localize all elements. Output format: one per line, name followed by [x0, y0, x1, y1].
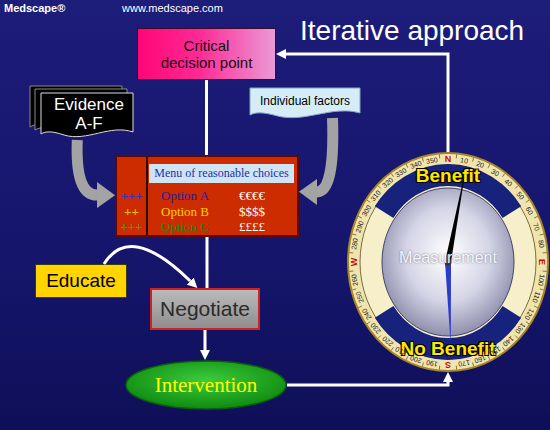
dial-tick [456, 366, 457, 370]
dial-tick [540, 234, 544, 235]
text-stack: Negotiate [152, 290, 258, 328]
dial-number: 50 [509, 184, 531, 207]
dial-number: 80 [534, 232, 548, 255]
dial-number: 100 [534, 268, 548, 291]
dial-tick [526, 200, 529, 202]
dial-number: 170 [453, 357, 476, 371]
dial-number: 10 [453, 154, 476, 168]
document-sheet [250, 88, 360, 118]
rating-cell: +++ [117, 188, 146, 203]
node-text: Individual factors [256, 94, 354, 108]
dial-tick [439, 366, 440, 370]
node-text: Intervention [155, 373, 258, 397]
dial-tick [543, 252, 547, 253]
connector-arrow [204, 330, 207, 350]
dial-tick [349, 252, 353, 253]
dial-tick [473, 158, 474, 162]
table-divider [146, 157, 148, 235]
dial-number: 290 [351, 215, 368, 239]
text-stack: Educate [36, 265, 126, 297]
dial-number: 240 [357, 301, 377, 325]
factors-document: Individual factors [250, 88, 360, 118]
negotiate-box: Negotiate [150, 288, 260, 330]
connector-arrow [286, 54, 448, 152]
menu-heading: Menu of reasonable choices [149, 164, 294, 183]
dial-number: 20 [468, 157, 492, 174]
rating-cell: ++ [117, 204, 146, 219]
dial-tick [422, 158, 423, 162]
dial-tick [352, 289, 356, 290]
dial-tick [515, 186, 518, 189]
measurement-text: Measurement [347, 247, 549, 269]
options-menu: Menu of reasonable choices+++Option A€€€… [115, 155, 299, 237]
connector-arrow [317, 118, 333, 192]
compass-cardinal: E [537, 251, 547, 273]
connector-arrow [77, 140, 97, 195]
dial-number: 160 [468, 350, 492, 367]
cost-cell: $$$$ [239, 204, 295, 219]
connector-arrow [104, 247, 190, 281]
dial-number: 260 [349, 268, 363, 291]
text-stack: Intervention [125, 360, 287, 410]
compass-cardinal: S [437, 360, 459, 370]
dial-tick [534, 216, 538, 218]
dial-rim [348, 153, 548, 371]
node-text: Evidence A-F [46, 95, 132, 133]
decision-box: Critical decision point [137, 28, 276, 80]
text-stack: Critical decision point [138, 29, 275, 79]
dial-number: 280 [349, 232, 363, 255]
dial-tick [488, 164, 490, 168]
dial-number: 60 [520, 198, 540, 222]
intervention-ellipse: Intervention [125, 360, 287, 410]
needle-blue [445, 254, 451, 346]
dial-tick [422, 362, 423, 366]
dial-tick [352, 234, 356, 235]
dial-tick [473, 362, 474, 366]
connector-arrow [205, 80, 208, 155]
connector-arrow [287, 382, 448, 385]
cost-cell: ££££ [239, 219, 295, 234]
watermark-url: www.medscape.com [122, 2, 223, 15]
dial-tick [515, 336, 518, 339]
rating-cell: +++ [117, 219, 146, 234]
dial-tick [543, 271, 547, 272]
document-sheet [41, 93, 133, 137]
dial-tick [439, 154, 440, 158]
evidence-documents: Evidence A-F [30, 86, 135, 140]
measurement-compass: BenefitMeasurement No Benefit [347, 152, 549, 372]
cost-cell: €€€€ [239, 188, 295, 203]
dial-tick [540, 289, 544, 290]
dial-number: 190 [420, 357, 443, 371]
dial-tick [349, 271, 353, 272]
diagram-title: Iterative approach [300, 15, 548, 47]
watermark-logo: Medscape® [4, 2, 65, 15]
node-text: Educate [46, 270, 116, 292]
option-cell: Option A [161, 188, 239, 203]
dial-tick [502, 174, 504, 177]
compass-cardinal: W [349, 251, 359, 273]
benefit-text: Benefit [347, 164, 549, 188]
ellipse-outline [126, 361, 286, 409]
dial-tick [378, 186, 381, 189]
dial-number: 350 [420, 154, 443, 168]
dial-number: 30 [483, 163, 507, 183]
dial-tick [456, 154, 457, 158]
dial-number: 340 [404, 157, 428, 174]
option-cell: Option C [161, 219, 239, 234]
dial-number: 250 [351, 285, 368, 309]
no-benefit-text: No Benefit [347, 337, 549, 361]
educate-box: Educate [35, 264, 127, 298]
dial-number: 110 [528, 285, 545, 309]
option-cell: Option B [161, 204, 239, 219]
dial-number: 70 [528, 215, 545, 239]
dial-tick [378, 336, 381, 339]
node-text: Negotiate [160, 297, 250, 321]
node-text: Critical decision point [156, 37, 257, 71]
connector-arrow [206, 237, 209, 288]
compass-cardinal: N [437, 154, 459, 164]
